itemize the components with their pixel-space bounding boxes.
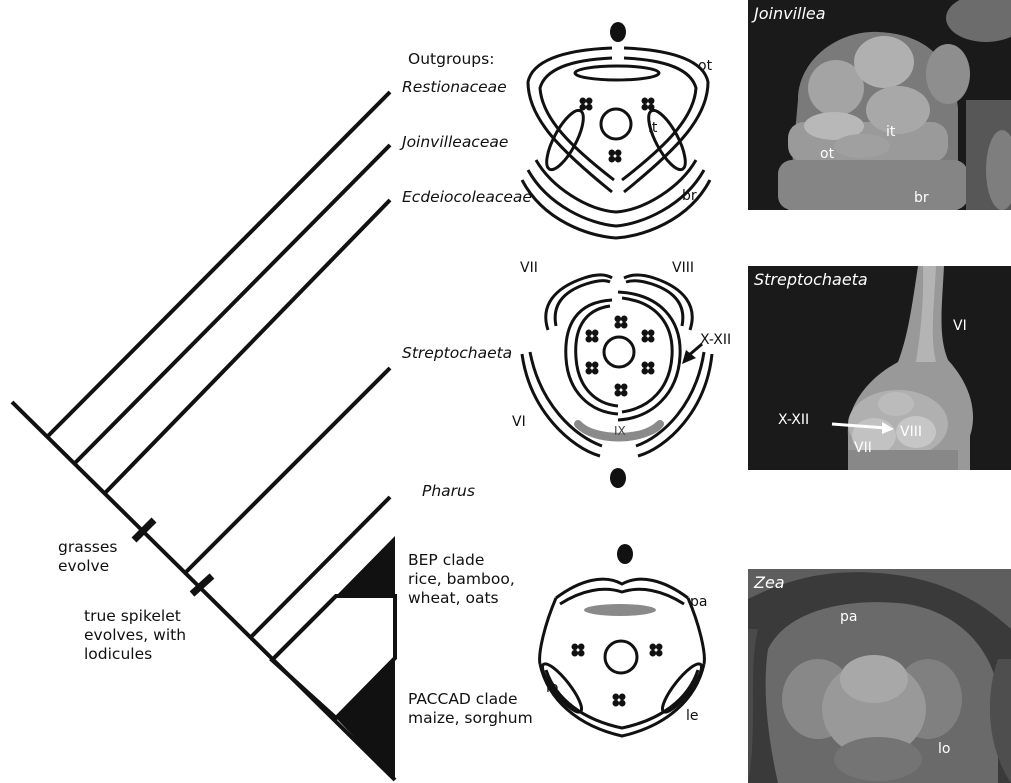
diagram-label-ot: ot: [698, 58, 712, 74]
organ-palea-ix: [584, 604, 656, 616]
diagram-label-pa: pa: [690, 594, 707, 610]
photo-label-viii: VIII: [900, 424, 922, 440]
diagram-label-ix: IX: [614, 424, 626, 438]
photo-label-it: it: [886, 124, 895, 140]
diagram-label-vi: VI: [512, 414, 526, 430]
micrograph-title-streptochaeta: Streptochaeta: [754, 270, 868, 289]
streptochaeta-floral-diagram: [522, 275, 712, 488]
micrograph-title-joinvillea: Joinvillea: [754, 4, 826, 23]
zea-floral-diagram: [537, 544, 707, 736]
photo-label-x-xii: X-XII: [778, 412, 809, 428]
diagram-label-le: le: [686, 708, 699, 724]
diagram-label-vii: VII: [520, 260, 538, 276]
micrograph-joinvillea: Joinvillea ot it br: [748, 0, 1011, 210]
photo-label-lo: lo: [938, 741, 950, 757]
joinvillea-sem-image: [748, 0, 1011, 210]
streptochaeta-sem-image: [748, 266, 1011, 470]
micrograph-title-zea: Zea: [754, 573, 785, 592]
diagram-label-it: it: [648, 120, 657, 136]
axis-dot: [610, 22, 626, 42]
photo-label-pa: pa: [840, 609, 857, 625]
outgroup-floral-diagram: [522, 22, 710, 238]
diagram-label-br: br: [682, 188, 697, 204]
photo-label-ot: ot: [820, 146, 834, 162]
photo-label-br: br: [914, 190, 929, 206]
micrograph-zea: Zea pa lo: [748, 569, 1011, 783]
micrograph-streptochaeta: Streptochaeta VI X-XII VII VIII: [748, 266, 1011, 470]
photo-label-vii: VII: [854, 440, 872, 456]
diagram-label-lo: lo: [546, 680, 558, 696]
photo-label-vi: VI: [953, 318, 967, 334]
diagram-label-x-xii: X-XII: [700, 332, 731, 348]
diagram-label-viii: VIII: [672, 260, 694, 276]
zea-sem-image: [748, 569, 1011, 783]
